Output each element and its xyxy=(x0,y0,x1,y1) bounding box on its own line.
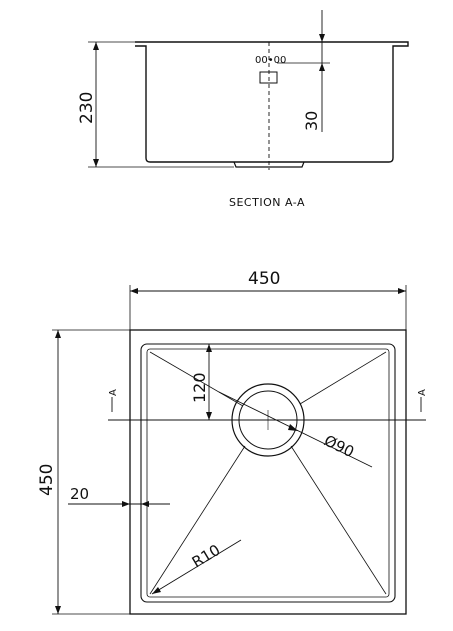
section-sink-profile xyxy=(135,41,409,163)
section-dim-30-text: 30 xyxy=(302,111,321,131)
plan-radius-arrow xyxy=(152,587,161,594)
section-caption: SECTION A-A xyxy=(229,196,305,209)
plan-groove-top-left xyxy=(149,351,244,407)
plan-dim-height-text: 450 xyxy=(37,464,57,496)
plan-dim-width-arrow-right xyxy=(398,288,406,294)
section-outlet-label: 00•00 xyxy=(255,55,286,66)
plan-dim-20-arrow-left xyxy=(122,501,130,507)
section-view: 00•00 30 230 SECTION A-A xyxy=(77,10,409,209)
plan-bowl-outer xyxy=(140,343,396,603)
plan-dim-20-text: 20 xyxy=(70,485,89,503)
section-dim-30-arrow-top xyxy=(319,34,325,42)
section-waste-outlet xyxy=(233,161,305,168)
plan-groove-top-right xyxy=(299,351,387,405)
plan-dim-120-arrow-bottom xyxy=(206,412,212,420)
plan-groove-bottom-right xyxy=(290,445,387,595)
section-dim-230-arrow-top xyxy=(93,42,99,50)
plan-dim-width-text: 450 xyxy=(248,269,280,289)
section-dim-230-arrow-bottom xyxy=(93,159,99,167)
plan-view: 450 450 A A 120 xyxy=(37,269,428,615)
plan-bowl-inner xyxy=(146,348,390,598)
plan-radius-text: R10 xyxy=(189,541,224,572)
plan-outer-flange xyxy=(129,329,407,615)
plan-dim-120-text: 120 xyxy=(190,372,209,403)
plan-groove-bottom-left xyxy=(149,445,246,595)
section-dim-30-arrow-bottom xyxy=(319,63,325,71)
plan-dim-width-arrow-left xyxy=(130,288,138,294)
plan-radius-leader xyxy=(151,539,242,595)
plan-section-mark-left: A xyxy=(108,389,119,396)
plan-dia-arrow xyxy=(288,424,298,431)
plan-dim-height-arrow-bottom xyxy=(55,606,61,614)
plan-section-mark-right: A xyxy=(417,389,428,396)
section-overflow-slot xyxy=(259,71,278,84)
plan-dim-height-arrow-top xyxy=(55,330,61,338)
section-dim-230-text: 230 xyxy=(77,92,97,124)
plan-dim-20-arrow-right xyxy=(141,501,149,507)
plan-dim-120-arrow-top xyxy=(206,344,212,352)
